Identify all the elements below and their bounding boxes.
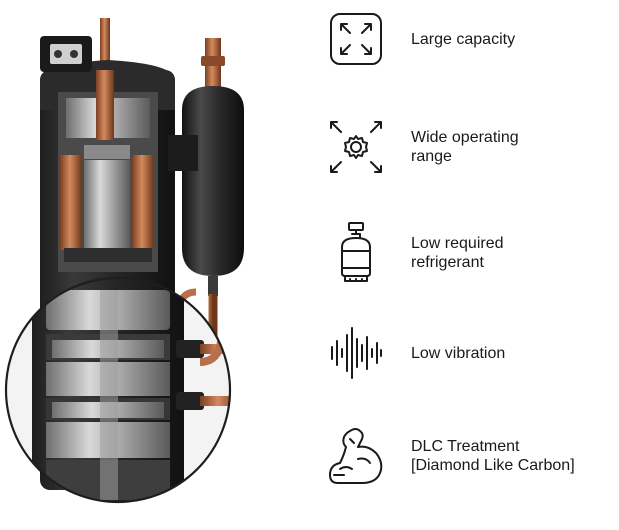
refrigerant-cylinder-icon	[325, 222, 387, 284]
feature-low-required-refrigerant: Low required refrigerant	[325, 222, 619, 284]
feature-label: DLC Treatment [Diamond Like Carbon]	[411, 438, 575, 474]
feature-wide-operating-range: Wide operating range	[325, 116, 619, 178]
feature-large-capacity: Large capacity	[325, 8, 619, 70]
feature-label: Low vibration	[411, 344, 506, 362]
feature-low-vibration: Low vibration	[325, 322, 619, 384]
gear-arrows-icon	[325, 116, 387, 178]
compressor-illustration	[0, 0, 300, 525]
feature-label: Wide operating range	[411, 129, 519, 165]
feature-label: Large capacity	[411, 30, 516, 48]
feature-list: Large capacity Wide operating range	[325, 0, 619, 525]
feature-label: Low required refrigerant	[411, 235, 504, 271]
magnified-pump-detail	[4, 276, 232, 504]
feature-dlc-treatment: DLC Treatment [Diamond Like Carbon]	[325, 425, 619, 487]
sound-wave-icon	[325, 322, 387, 384]
flexed-arm-icon	[325, 425, 387, 487]
expand-arrows-icon	[325, 8, 387, 70]
